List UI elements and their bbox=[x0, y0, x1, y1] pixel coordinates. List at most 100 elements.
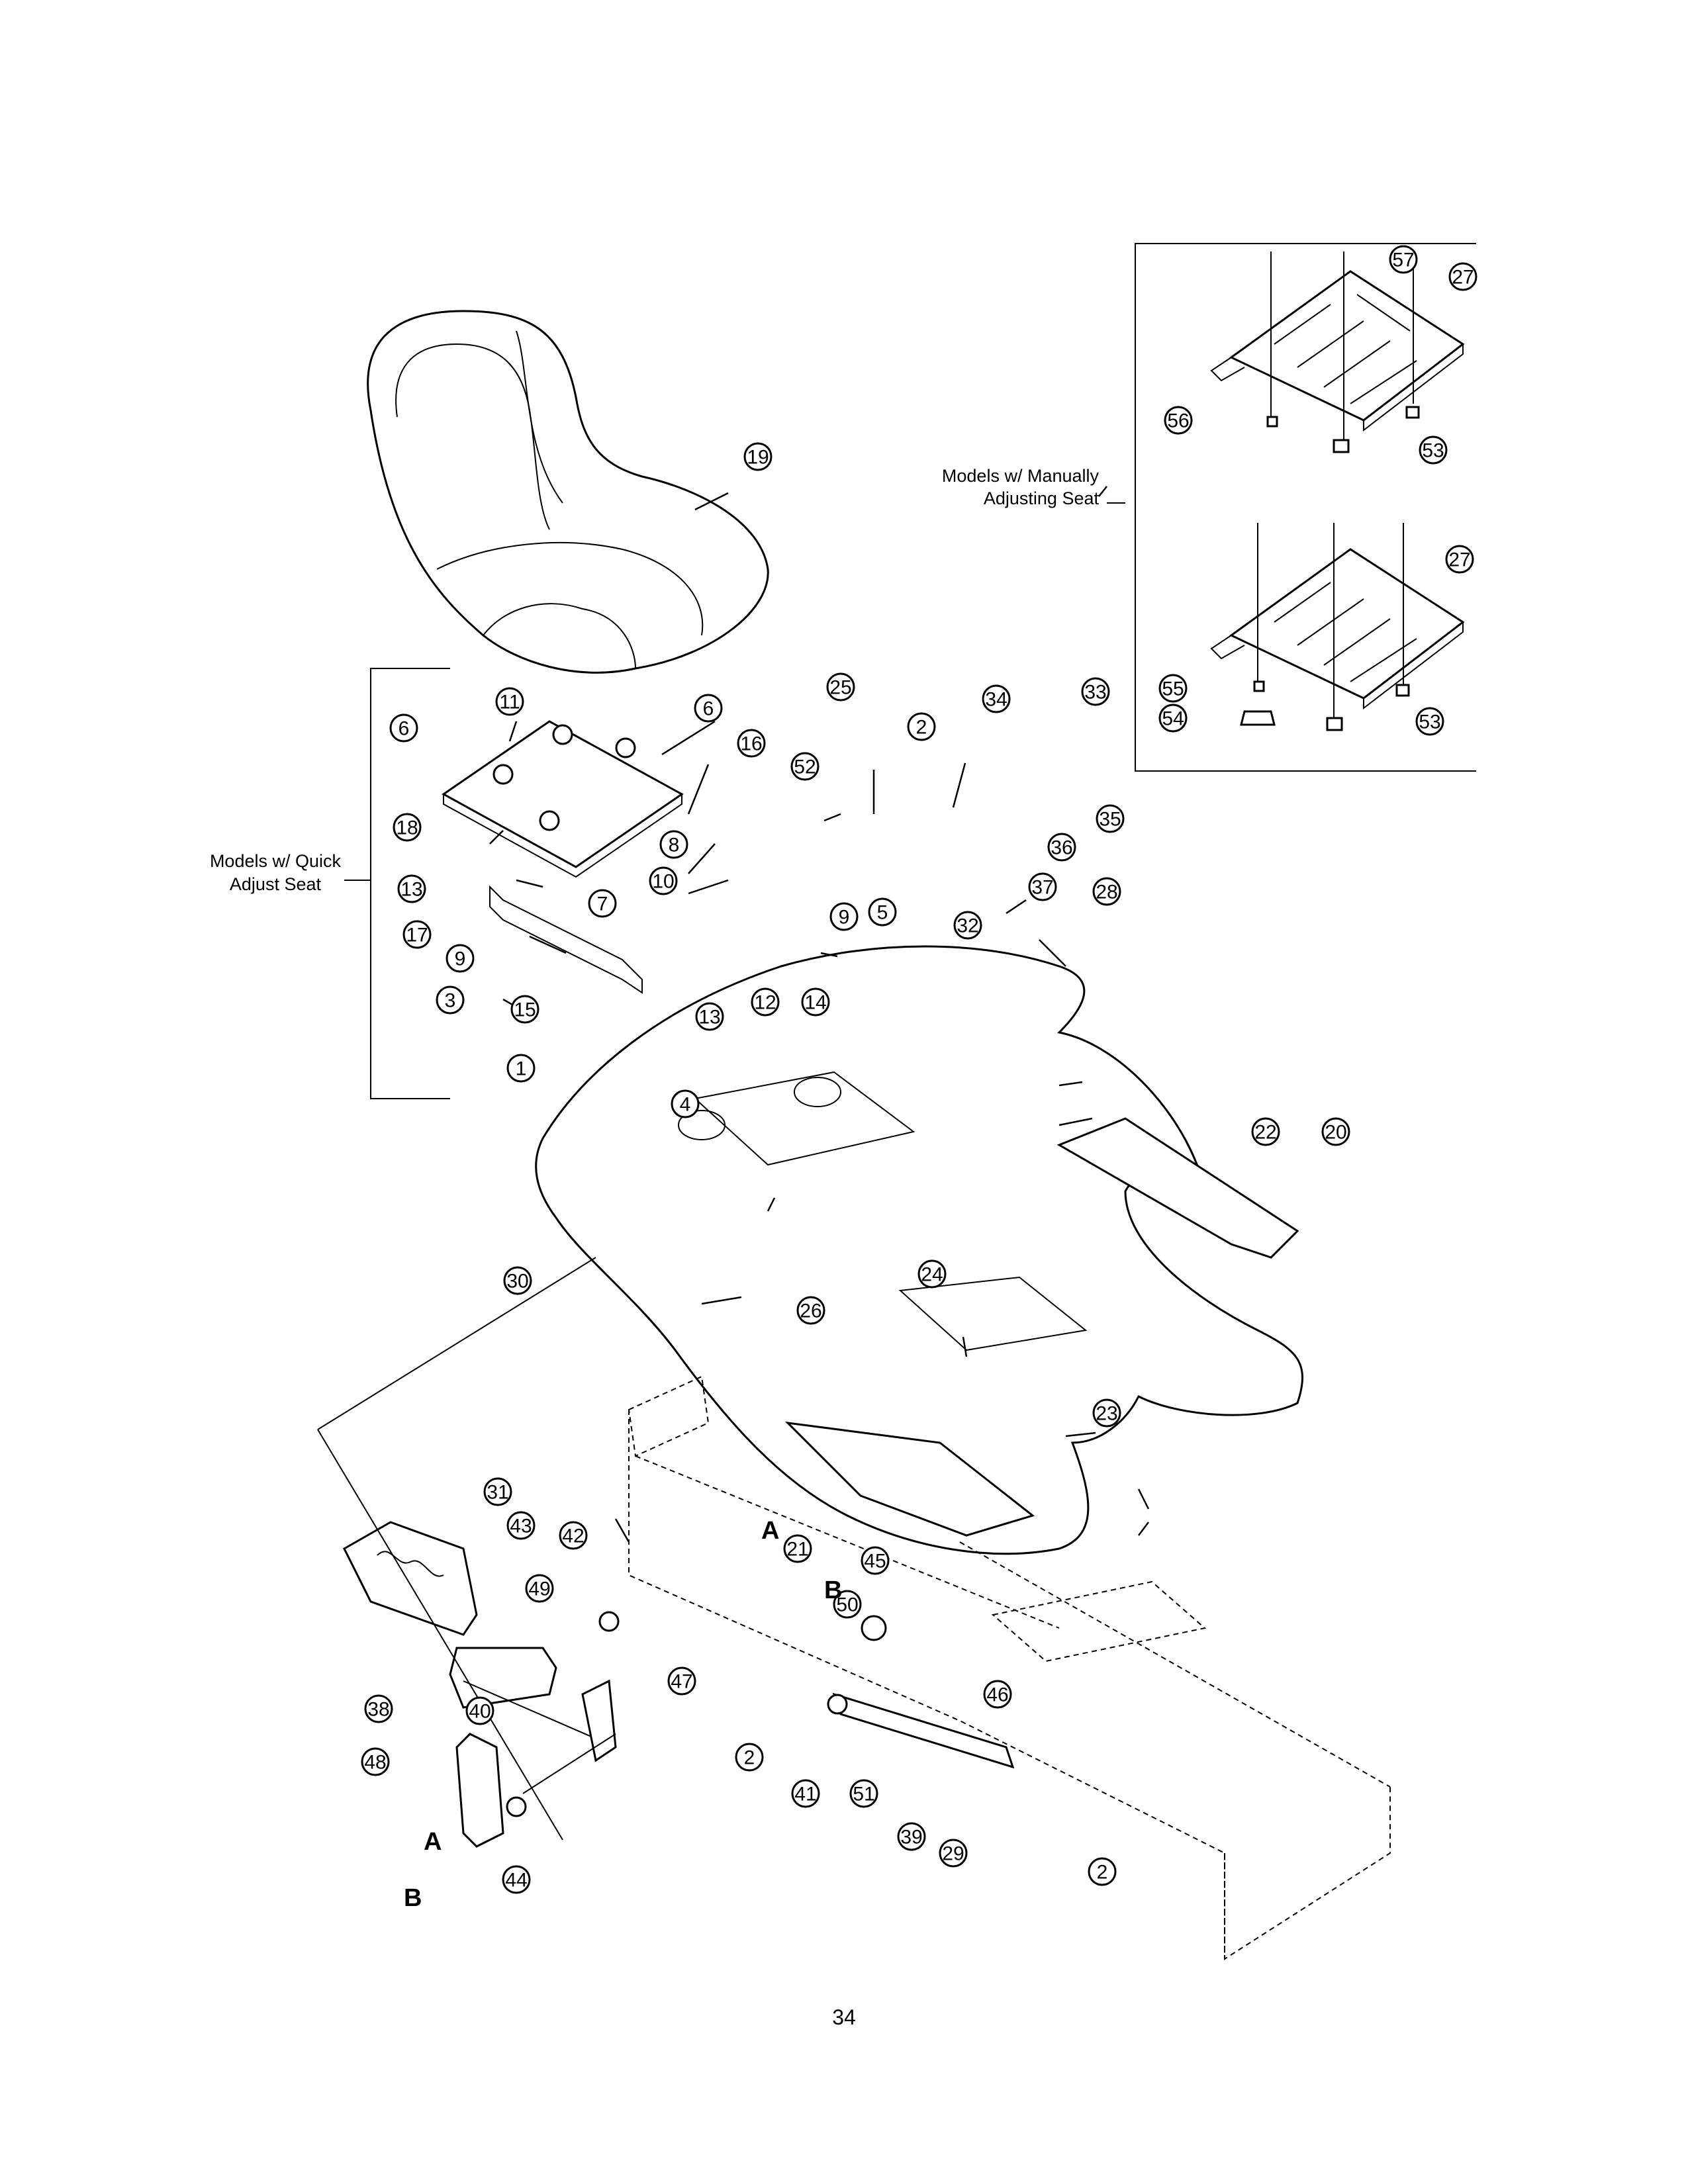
callout-13: 13 bbox=[695, 1002, 724, 1031]
callout-51: 51 bbox=[849, 1779, 878, 1808]
fender bbox=[535, 945, 1303, 1555]
manual-seat-inset bbox=[1135, 243, 1476, 772]
callout-56: 56 bbox=[1164, 406, 1193, 435]
seat bbox=[367, 310, 769, 674]
callout-44: 44 bbox=[502, 1865, 531, 1894]
callout-23: 23 bbox=[1092, 1398, 1121, 1428]
callout-number: 1 bbox=[516, 1058, 527, 1080]
callout-8: 8 bbox=[659, 830, 688, 859]
callout-30: 30 bbox=[503, 1266, 532, 1295]
callout-35: 35 bbox=[1096, 804, 1125, 833]
callout-number: 5 bbox=[877, 902, 888, 924]
callout-number: 2 bbox=[916, 717, 927, 739]
callout-number: 20 bbox=[1325, 1122, 1346, 1144]
ref-letter-a-lower: A bbox=[424, 1828, 442, 1856]
callout-number: 9 bbox=[839, 907, 850, 929]
pedal-bracket bbox=[455, 1679, 617, 1848]
callout-6: 6 bbox=[389, 713, 418, 743]
callout-9: 9 bbox=[445, 944, 475, 973]
callout-number: 56 bbox=[1167, 410, 1189, 432]
callout-number: 43 bbox=[510, 1516, 532, 1537]
callout-6: 6 bbox=[694, 694, 723, 723]
callout-number: 53 bbox=[1419, 711, 1440, 733]
callout-43: 43 bbox=[506, 1511, 536, 1540]
callout-29: 29 bbox=[939, 1839, 968, 1868]
callout-17: 17 bbox=[402, 920, 432, 949]
callout-number: 54 bbox=[1162, 708, 1184, 730]
callout-50: 50 bbox=[833, 1590, 862, 1619]
callout-15: 15 bbox=[510, 995, 539, 1024]
manual-seat-label-line2: Adjusting Seat bbox=[984, 488, 1100, 508]
callout-18: 18 bbox=[393, 813, 422, 842]
callout-number: 10 bbox=[652, 871, 674, 893]
callout-number: 57 bbox=[1392, 250, 1414, 271]
callout-number: 34 bbox=[985, 689, 1007, 711]
callout-33: 33 bbox=[1081, 677, 1110, 706]
callout-number: 25 bbox=[829, 677, 851, 699]
callout-number: 17 bbox=[406, 925, 428, 946]
callout-number: 50 bbox=[836, 1594, 858, 1616]
callout-number: 38 bbox=[367, 1699, 389, 1721]
callout-number: 9 bbox=[455, 948, 466, 970]
callout-number: 26 bbox=[800, 1300, 821, 1322]
callout-40: 40 bbox=[465, 1696, 494, 1725]
callout-36: 36 bbox=[1047, 833, 1076, 862]
callout-46: 46 bbox=[983, 1680, 1012, 1709]
callout-number: 32 bbox=[957, 915, 978, 937]
callout-53: 53 bbox=[1419, 435, 1448, 465]
callout-number: 53 bbox=[1422, 440, 1444, 462]
callout-number: 22 bbox=[1254, 1122, 1276, 1144]
callout-number: 28 bbox=[1096, 882, 1117, 903]
callout-number: 51 bbox=[853, 1784, 874, 1805]
callout-22: 22 bbox=[1251, 1117, 1280, 1146]
callout-55: 55 bbox=[1158, 674, 1188, 703]
callout-number: 42 bbox=[562, 1525, 584, 1547]
quick-seat-label: Models w/ Quick Adjust Seat bbox=[210, 851, 371, 894]
callout-13: 13 bbox=[397, 874, 426, 903]
page-number: 34 bbox=[832, 2005, 856, 2029]
callout-number: 47 bbox=[671, 1671, 692, 1693]
callout-25: 25 bbox=[826, 672, 855, 702]
manual-seat-label: Models w/ Manually Adjusting Seat bbox=[942, 466, 1125, 508]
callout-21: 21 bbox=[783, 1534, 812, 1563]
seat-bracket-lower bbox=[1210, 523, 1465, 731]
callout-16: 16 bbox=[737, 729, 766, 758]
callout-2: 2 bbox=[735, 1743, 764, 1772]
callout-7: 7 bbox=[588, 889, 617, 918]
callout-number: 19 bbox=[747, 447, 769, 469]
callout-4: 4 bbox=[671, 1089, 700, 1118]
callout-20: 20 bbox=[1321, 1117, 1350, 1146]
callout-54: 54 bbox=[1158, 704, 1188, 733]
callout-1: 1 bbox=[506, 1054, 536, 1083]
callout-9: 9 bbox=[829, 902, 859, 931]
callout-number: 2 bbox=[744, 1747, 755, 1769]
callout-41: 41 bbox=[791, 1779, 820, 1808]
callout-number: 16 bbox=[740, 733, 762, 755]
ref-letter-b-upper: B bbox=[824, 1576, 842, 1604]
callout-12: 12 bbox=[751, 987, 780, 1017]
callout-number: 21 bbox=[786, 1539, 808, 1561]
callout-38: 38 bbox=[364, 1694, 393, 1723]
callout-number: 2 bbox=[1097, 1862, 1108, 1884]
callout-number: 14 bbox=[804, 992, 826, 1014]
shift-plate bbox=[343, 1521, 478, 1636]
callout-42: 42 bbox=[559, 1521, 588, 1550]
quick-seat-label-line2: Adjust Seat bbox=[230, 874, 322, 894]
callout-28: 28 bbox=[1092, 877, 1121, 906]
callout-39: 39 bbox=[897, 1822, 926, 1851]
quick-seat-label-line1: Models w/ Quick bbox=[210, 851, 342, 871]
callout-48: 48 bbox=[361, 1747, 390, 1776]
callout-27: 27 bbox=[1448, 262, 1477, 291]
callout-number: 6 bbox=[399, 718, 410, 740]
callout-57: 57 bbox=[1389, 245, 1418, 274]
callout-47: 47 bbox=[667, 1666, 696, 1696]
callout-2: 2 bbox=[907, 712, 936, 741]
callout-number: 36 bbox=[1051, 837, 1072, 859]
seat-mount-plate bbox=[442, 720, 684, 994]
ref-letter-a-upper: A bbox=[761, 1517, 779, 1545]
callout-number: 44 bbox=[505, 1870, 527, 1891]
callout-number: 4 bbox=[680, 1094, 691, 1116]
callout-number: 15 bbox=[514, 999, 536, 1021]
